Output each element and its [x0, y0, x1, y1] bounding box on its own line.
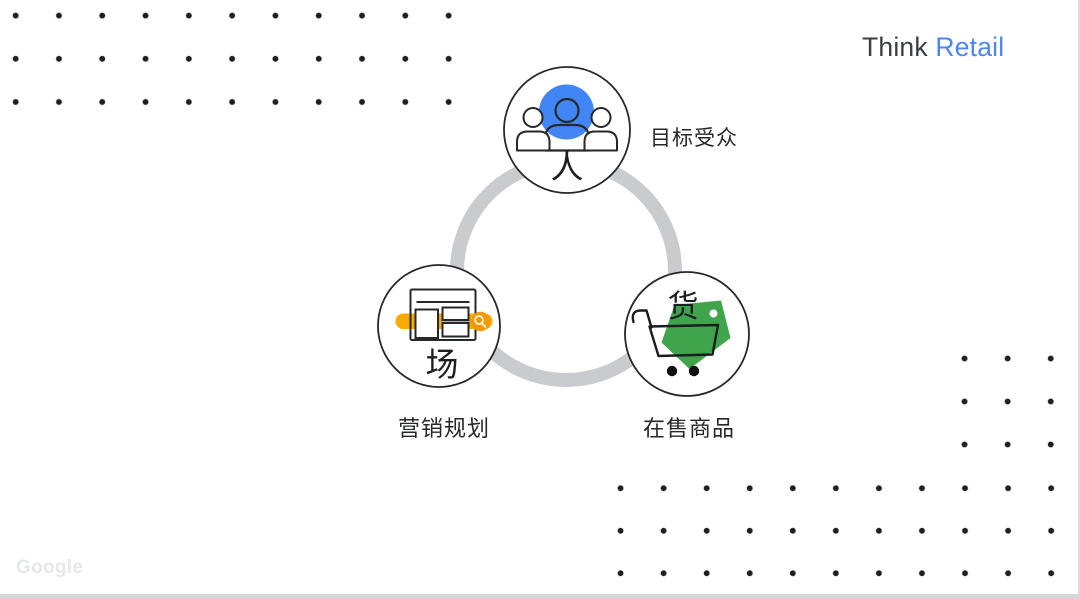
dot-grid-top-left	[0, 0, 471, 124]
ren-character: 人	[550, 148, 584, 185]
webpage-search-icon	[395, 288, 493, 341]
people-goods-market-diagram	[377, 66, 750, 397]
audience-group-icon	[516, 84, 618, 152]
label-products-on-sale: 在售商品	[643, 416, 736, 441]
cart-tag-icon	[631, 300, 731, 377]
price-tag	[661, 300, 731, 369]
huo-character: 货	[667, 289, 699, 324]
shopping-cart-icon	[631, 309, 720, 358]
label-target-audience: 目标受众	[650, 127, 738, 150]
dot-grid-bottom-right	[598, 466, 1073, 595]
dot-grid-right-middle	[943, 336, 1073, 466]
search-icon	[474, 315, 487, 328]
google-logo: Google	[16, 557, 84, 578]
brand-primary-text: Think	[862, 32, 928, 62]
think-retail-logo: Think Retail	[862, 32, 1004, 63]
magnifier-badge	[470, 311, 491, 332]
brand-accent-text: Retail	[935, 32, 1005, 62]
chang-character: 场	[425, 346, 459, 383]
right-edge-divider	[1077, 0, 1080, 599]
bottom-edge-divider	[0, 594, 1080, 599]
label-marketing-plan: 营销规划	[398, 416, 491, 441]
